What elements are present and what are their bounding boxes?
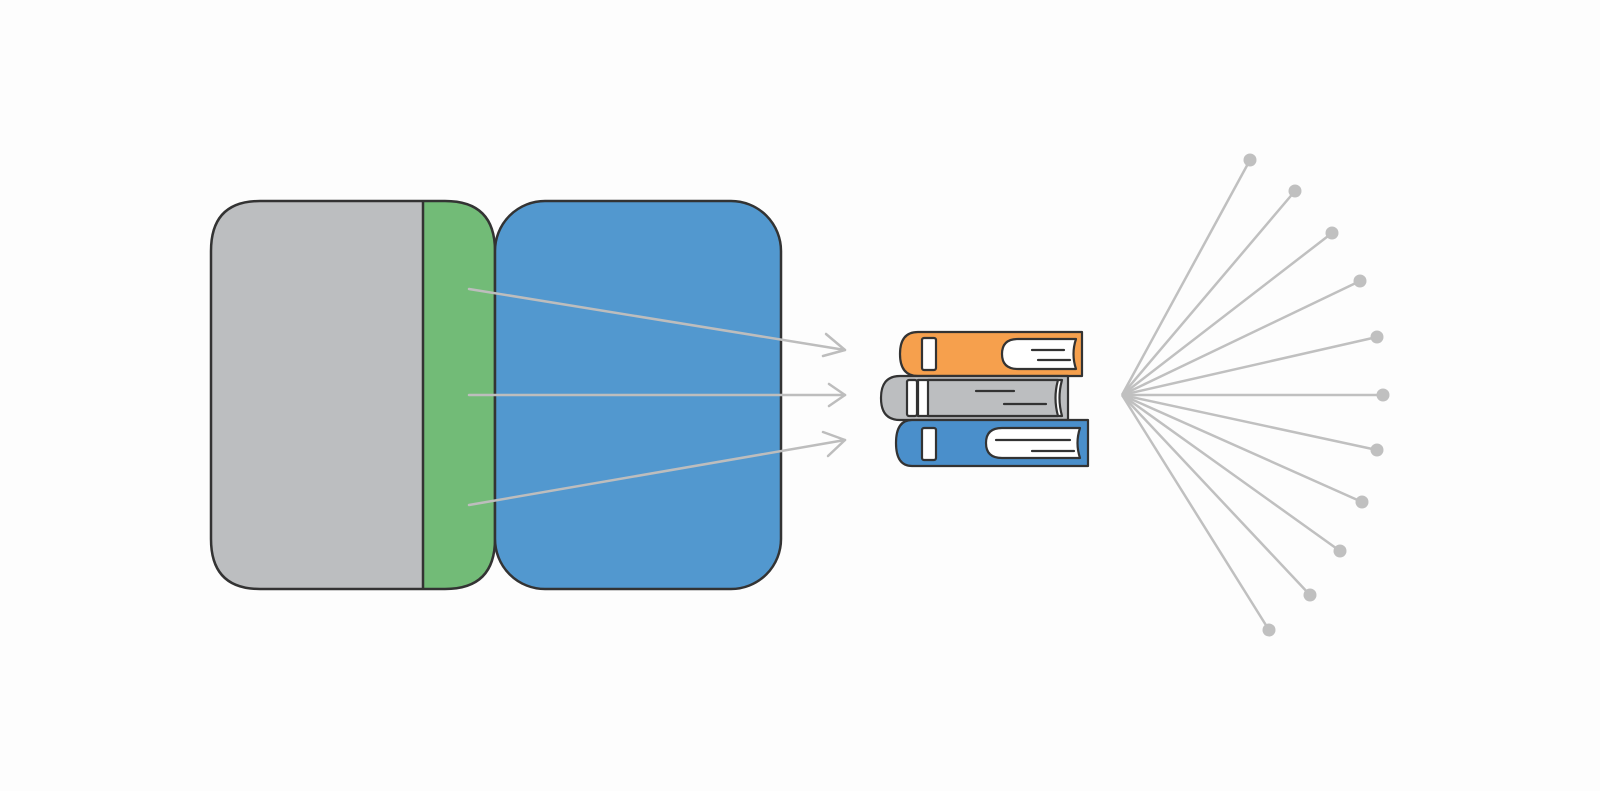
fan-line (1121, 393, 1341, 553)
fan-endpoint-dot (1376, 388, 1390, 402)
fan-line (1121, 393, 1363, 504)
fan-line (1121, 279, 1361, 397)
arrow-top-shaft (467, 287, 847, 352)
fan-lines (1120, 153, 1390, 637)
arrow-top-head (821, 332, 847, 358)
gray-panel-fill (211, 201, 423, 589)
fan-endpoint-dot (1333, 544, 1347, 558)
fan-endpoint-dot (1325, 226, 1339, 240)
arrows (467, 287, 847, 507)
arrow-bottom-shaft (467, 438, 847, 507)
book-blue (894, 418, 1090, 468)
fan-endpoint-dot (1355, 495, 1369, 509)
fan-endpoint-dot (1370, 330, 1384, 344)
book-gray (879, 374, 1070, 422)
fan-endpoint-dot (1243, 153, 1257, 167)
fan-line (1121, 190, 1296, 396)
left-panel-outline (209, 199, 497, 591)
fan-line (1120, 159, 1252, 396)
fan-endpoint-dot (1370, 443, 1384, 457)
fan-endpoint-dot (1262, 623, 1276, 637)
fan-line (1121, 232, 1333, 396)
fan-endpoint-dot (1303, 588, 1317, 602)
fan-line (1120, 394, 1271, 631)
fan-line (1121, 335, 1378, 397)
arrow-bottom-head (821, 430, 847, 458)
fan-line (1121, 393, 1378, 452)
fan-endpoint-dot (1288, 184, 1302, 198)
arrow-middle-head (827, 382, 847, 408)
left-panel (209, 199, 497, 591)
fan-line (1121, 394, 1311, 596)
fan-endpoint-dot (1353, 274, 1367, 288)
stacked-books-icon (879, 330, 1090, 468)
book-orange (898, 330, 1084, 378)
